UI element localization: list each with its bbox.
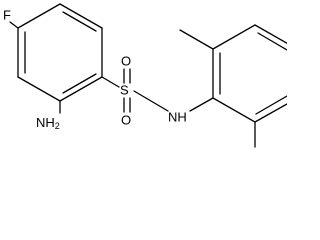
n-aryl-bond [189, 97, 214, 112]
fluorine-substituent: F [3, 7, 19, 29]
amino-substituent: NH2 [36, 100, 61, 131]
oxygen-top-label: O [121, 53, 131, 68]
sulfonyl-group: S O O [101, 53, 169, 127]
amino-label: NH2 [36, 115, 60, 131]
sulfonamide-nh-label: NH [168, 109, 187, 124]
methyl-groups [179, 29, 256, 148]
molecule-diagram: F NH2 S O O NH [3, 3, 287, 148]
sulfur-label: S [120, 82, 129, 97]
right-benzene-ring [212, 24, 287, 123]
methyl-top [179, 29, 214, 50]
oxygen-bottom-label: O [121, 112, 131, 127]
left-benzene-ring [17, 3, 103, 102]
fluorine-label: F [3, 7, 11, 22]
